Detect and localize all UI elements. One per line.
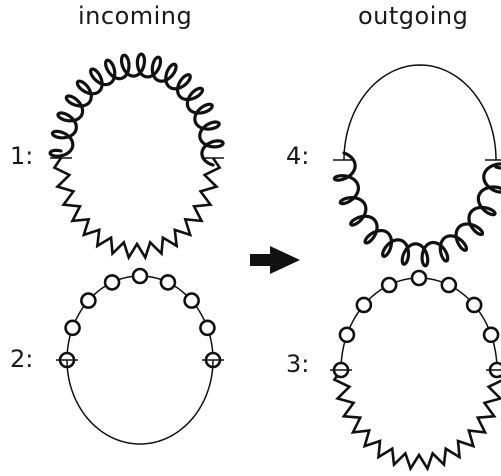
ghost-vertex [183,292,200,309]
ghost-vertex [465,296,483,314]
ghost-vertex [355,296,373,314]
ghost-vertex [64,319,81,337]
photon-propagator [52,157,222,261]
diagram-3-label: 3: [286,350,310,378]
diagram-2-loop [56,267,224,445]
photon-propagator [332,369,501,472]
diagram-1-label: 1: [10,142,34,170]
ghost-vertex [440,276,458,294]
ghost-vertex [103,274,121,291]
ghost-vertex [131,267,149,285]
right-arrow-icon [250,246,300,274]
outgoing-header: outgoing [358,2,469,30]
propagator-line [340,277,498,371]
ghost-vertex [80,292,97,309]
diagram-2-label: 2: [10,345,34,373]
propagator-line [343,64,497,161]
propagator-line [66,275,214,361]
gluon-propagator [332,151,501,268]
ghost-vertex [410,269,428,287]
diagram-3-loop [330,269,501,472]
incoming-header: incoming [78,2,193,30]
diagram-4-loop [332,64,501,268]
ghost-vertex [199,319,216,337]
gluon-propagator [48,52,225,167]
ghost-vertex [338,326,356,344]
diagram-4-label: 4: [286,142,310,170]
ghost-vertex [159,274,177,291]
ghost-vertex [482,326,500,344]
diagram-1-loop [48,52,225,261]
ghost-vertex [380,276,398,294]
propagator-line [66,359,214,445]
